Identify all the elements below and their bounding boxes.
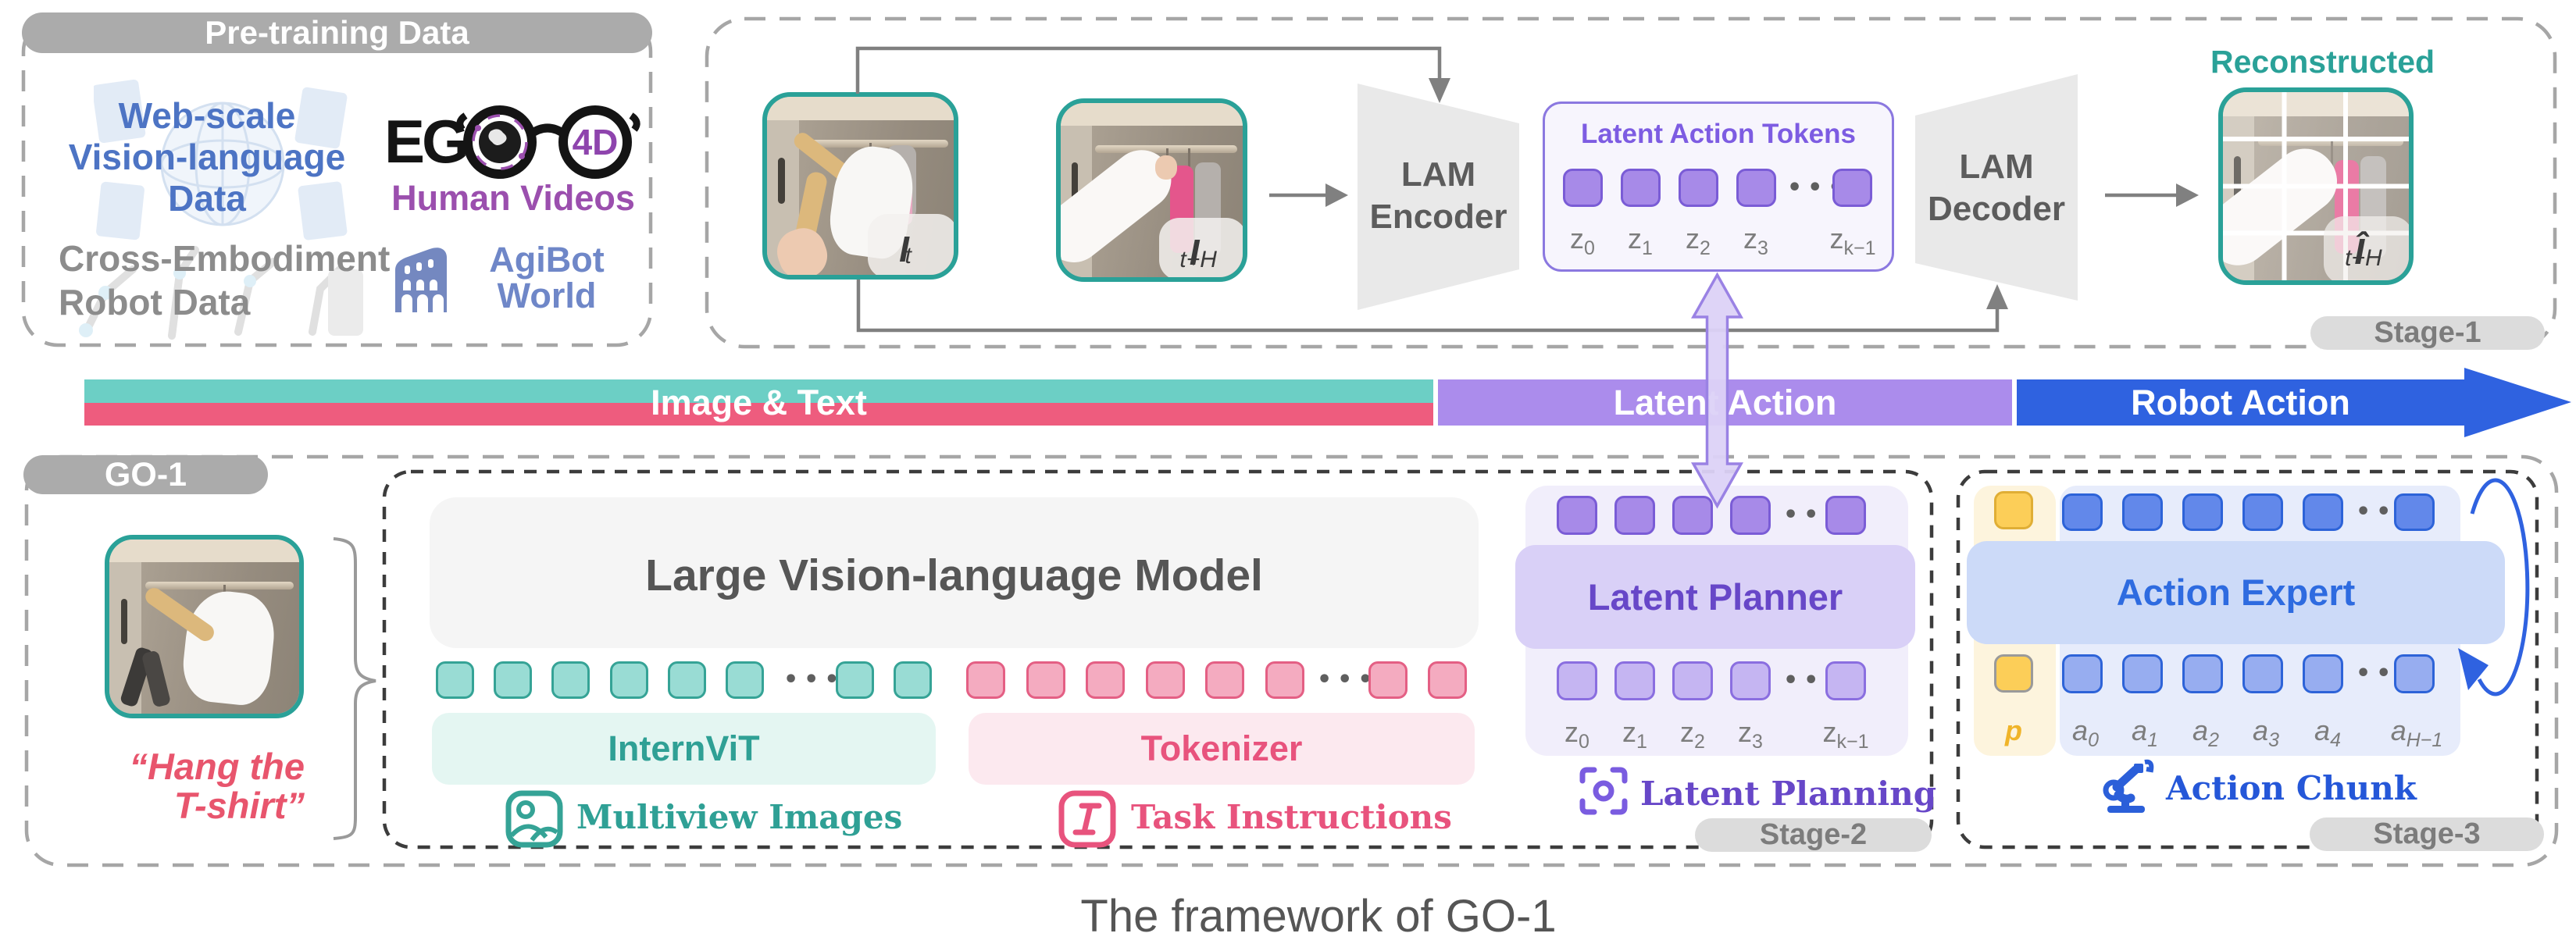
cross-embodiment-label: Cross-Embodiment Robot Data — [59, 238, 391, 322]
z-label: zk−1 — [1822, 716, 1869, 753]
multiview-images-label: Multiview Images — [576, 798, 903, 836]
z-label: z3 — [1738, 716, 1763, 753]
stage3-pill: Stage-3 — [2310, 817, 2544, 851]
a-label: a4 — [2314, 714, 2341, 752]
z-label: zk−1 — [1829, 223, 1876, 260]
a-label: a3 — [2253, 714, 2279, 752]
z-label: z2 — [1686, 223, 1711, 260]
robot-arm-icon — [2103, 759, 2154, 813]
reconstructed-title: Reconstructed — [2210, 44, 2435, 80]
latent-planner-box: Latent Planner — [1515, 545, 1915, 649]
stage2-pill: Stage-2 — [1695, 818, 1932, 852]
svg-text:4D: 4D — [573, 122, 619, 162]
task-instructions-icon — [1058, 790, 1116, 848]
stage1-pill: Stage-1 — [2310, 316, 2545, 350]
a-label: aH−1 — [2390, 714, 2443, 752]
lam-decoder-shape — [1915, 74, 2078, 301]
web-data-art — [94, 79, 348, 240]
go1-pill: GO-1 — [23, 455, 268, 494]
z-label: z2 — [1680, 716, 1705, 753]
flow-bar-image-text-segment: Image & Text — [84, 379, 1433, 426]
z-label: z3 — [1743, 223, 1768, 260]
lam-encoder-label: LAM Encoder — [1369, 155, 1507, 236]
lam-decoder-label: LAM Decoder — [1927, 148, 2066, 228]
latent-planning-icon — [1579, 767, 1628, 815]
pretraining-title-pill: Pre-training Data — [22, 12, 652, 53]
human-videos-label: Human Videos — [391, 178, 635, 218]
multiview-images-icon — [505, 790, 563, 848]
task-instructions-label: Task Instructions — [1131, 798, 1452, 836]
z-label: z1 — [1622, 716, 1647, 753]
lvm-label: Large Vision-language Model — [645, 550, 1263, 600]
glasses-icon: 4D — [456, 105, 640, 179]
colosseum-icon — [395, 248, 447, 312]
internvit-box: InternViT — [432, 713, 936, 785]
task-instruction-text: “Hang the T-shirt” — [129, 746, 305, 826]
a-label: a2 — [2192, 714, 2219, 752]
agibot-world-label: AgiBot World — [489, 240, 605, 315]
lam-encoder-shape — [1358, 84, 1519, 310]
z-label: z0 — [1570, 223, 1595, 260]
z-label: z1 — [1628, 223, 1653, 260]
ego4d-logo: EG 4D — [384, 100, 642, 179]
z-label: z0 — [1565, 716, 1589, 753]
a-label: a1 — [2132, 714, 2158, 752]
latent-action-tokens-title: Latent Action Tokens — [1581, 119, 1856, 149]
figure-caption: The framework of GO-1 — [1080, 891, 1557, 942]
web-scale-data-label: Web-scale Vision-language Data — [68, 95, 346, 219]
task-image — [105, 535, 304, 718]
lvm-box — [430, 497, 1479, 648]
a-label: a0 — [2072, 714, 2099, 752]
tokenizer-box: Tokenizer — [969, 713, 1475, 785]
latent-planning-label: Latent Planning — [1640, 775, 1937, 813]
flow-bar-robot-action-segment: Robot Action — [2017, 379, 2464, 426]
action-chunk-label: Action Chunk — [2166, 769, 2417, 807]
robot-data-art — [79, 246, 363, 340]
action-expert-box: Action Expert — [1967, 541, 2505, 644]
p-label: p — [2005, 714, 2022, 746]
